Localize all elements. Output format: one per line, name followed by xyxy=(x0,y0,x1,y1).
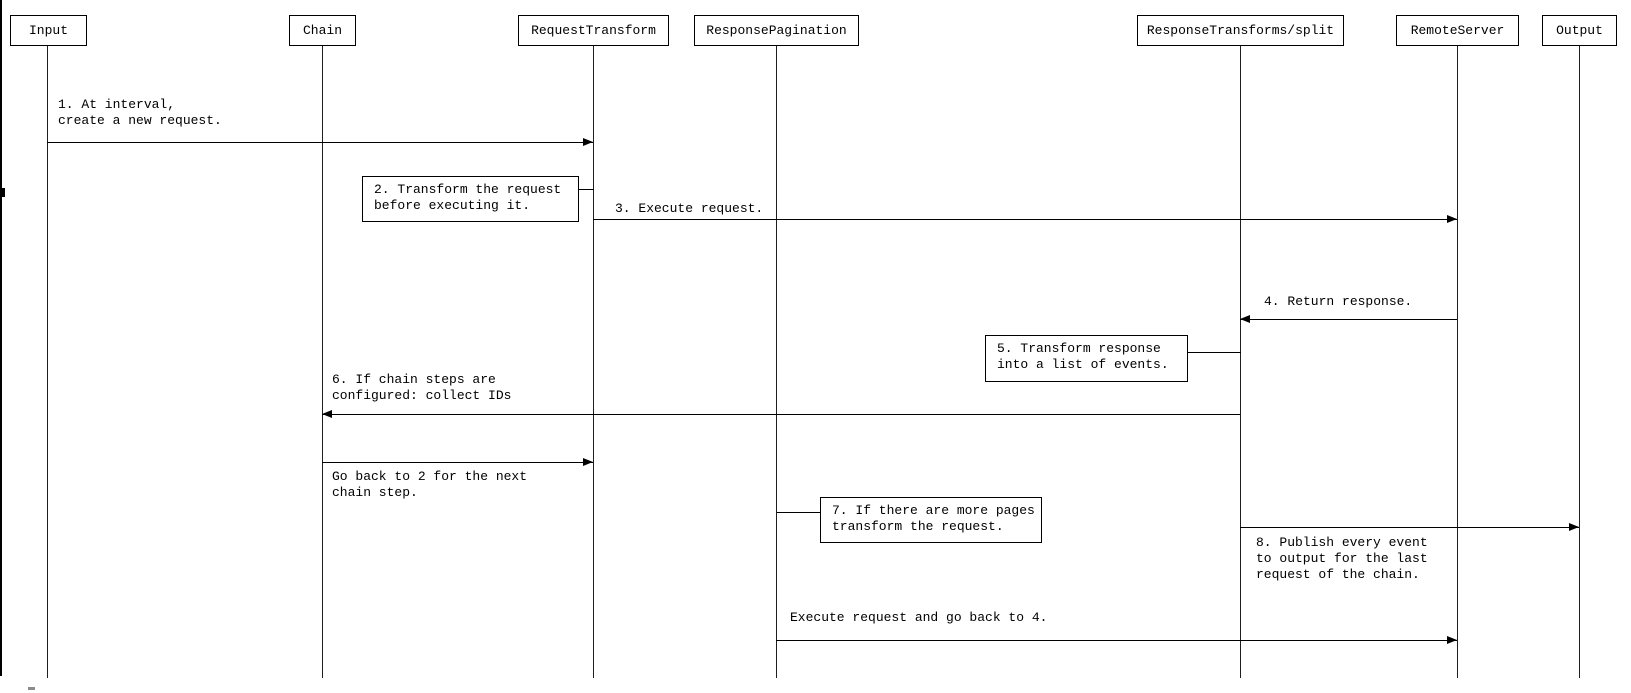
message-1-arrow-line xyxy=(47,142,593,143)
note-7: 7. If there are more pages transform the… xyxy=(820,497,1042,543)
message-4-label: 4. Return response. xyxy=(1264,294,1412,310)
message-3-line-1: 3. Execute request. xyxy=(615,201,764,216)
message-goback4-label: Execute request and go back to 4. xyxy=(790,610,1047,626)
note-2: 2. Transform the request before executin… xyxy=(362,176,579,222)
message-8-line-2: to output for the last xyxy=(1256,551,1428,566)
message-8-label: 8. Publish every event to output for the… xyxy=(1256,535,1428,583)
message-8-line-1: 8. Publish every event xyxy=(1256,535,1428,550)
message-4-arrowhead-icon xyxy=(1240,315,1250,323)
note-2-line-1: 2. Transform the request xyxy=(374,182,562,197)
message-1-line-1: 1. At interval, xyxy=(58,97,176,112)
message-goback2-arrowhead-icon xyxy=(583,458,593,466)
note-5-line-2: into a list of events. xyxy=(997,357,1169,372)
lifeline-remote-server xyxy=(1457,46,1458,678)
participant-input: Input xyxy=(10,15,87,46)
participant-response-pagination: ResponsePagination xyxy=(694,15,859,46)
message-3-arrowhead-icon xyxy=(1447,215,1457,223)
note-5: 5. Transform response into a list of eve… xyxy=(985,335,1188,382)
participant-output: Output xyxy=(1542,15,1617,46)
participant-remote-server: RemoteServer xyxy=(1396,15,1519,46)
message-goback4-line-1: Execute request and go back to 4. xyxy=(790,610,1048,625)
note-7-line-1: 7. If there are more pages xyxy=(832,503,1035,518)
note-5-line-1: 5. Transform response xyxy=(997,341,1161,356)
note-2-line-2: before executing it. xyxy=(374,198,531,213)
message-6-arrow-line xyxy=(322,414,1240,415)
participant-response-transforms-split: ResponseTransforms/split xyxy=(1137,15,1344,46)
message-6-line-1: 6. If chain steps are xyxy=(332,372,496,387)
message-goback2-arrow-line xyxy=(322,462,593,463)
message-4-line-1: 4. Return response. xyxy=(1264,294,1413,309)
message-3-arrow-line xyxy=(593,219,1457,220)
lifeline-request-transform xyxy=(593,46,594,678)
message-8-arrow-line xyxy=(1240,527,1579,528)
bottom-left-artifact xyxy=(28,687,35,690)
message-6-label: 6. If chain steps are configured: collec… xyxy=(332,372,511,404)
message-8-line-3: request of the chain. xyxy=(1256,567,1420,582)
lifeline-input xyxy=(47,46,48,678)
note-7-connector xyxy=(777,512,820,513)
participant-request-transform: RequestTransform xyxy=(518,15,669,46)
message-1-label: 1. At interval, create a new request. xyxy=(58,97,222,129)
message-goback2-label: Go back to 2 for the next chain step. xyxy=(332,469,527,501)
lifeline-chain xyxy=(322,46,323,678)
message-goback4-arrow-line xyxy=(776,640,1457,641)
note-7-line-2: transform the request. xyxy=(832,519,1004,534)
note-5-connector xyxy=(1187,352,1241,353)
left-edge-tick xyxy=(0,188,5,197)
note-2-connector xyxy=(578,189,594,190)
message-goback2-line-1: Go back to 2 for the next xyxy=(332,469,528,484)
lifeline-response-pagination xyxy=(776,46,777,678)
message-goback4-arrowhead-icon xyxy=(1447,636,1457,644)
lifeline-output xyxy=(1579,46,1580,678)
window-left-border xyxy=(0,0,2,676)
lifeline-response-transforms-split xyxy=(1240,46,1241,678)
message-6-arrowhead-icon xyxy=(322,410,332,418)
message-goback2-line-2: chain step. xyxy=(332,485,418,500)
message-1-line-2: create a new request. xyxy=(58,113,222,128)
participant-chain: Chain xyxy=(289,15,356,46)
message-1-arrowhead-icon xyxy=(583,138,593,146)
message-6-line-2: configured: collect IDs xyxy=(332,388,512,403)
message-4-arrow-line xyxy=(1240,319,1457,320)
message-8-arrowhead-icon xyxy=(1569,523,1579,531)
message-3-label: 3. Execute request. xyxy=(615,201,763,217)
